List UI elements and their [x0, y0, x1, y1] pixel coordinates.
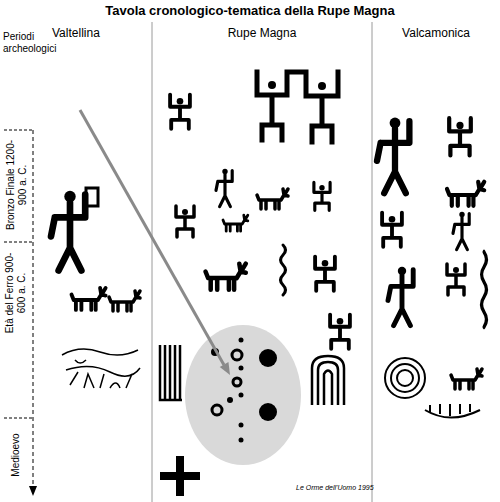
orant-figure: [447, 264, 465, 295]
period-label: Bronzo Finale 1200-900 a. C.: [4, 138, 28, 233]
warrior-figure: [51, 191, 85, 271]
column-heading: Valtellina: [52, 26, 152, 40]
orant-figure: [330, 315, 350, 349]
column-separator: [152, 22, 153, 502]
period-tick: [4, 242, 33, 243]
period-label: Medioevo: [10, 424, 22, 486]
orant-figure: [382, 213, 402, 247]
column-separator: [372, 22, 373, 502]
animal-figure: [257, 189, 288, 209]
column-heading: Valcamonica: [372, 26, 500, 40]
orant-figure: [170, 95, 190, 129]
warrior-figure: [453, 212, 469, 250]
animal-figure: [109, 291, 140, 311]
animal-figure: [447, 182, 484, 206]
column-heading: Rupe Magna: [152, 26, 372, 40]
pointer-arrow: [80, 110, 224, 365]
labyrinth-sign: [312, 356, 344, 405]
orant-figure: [449, 118, 471, 155]
region-column: Rupe Magna: [152, 22, 372, 502]
wavy-line: [281, 245, 286, 295]
warrior-figure: [377, 118, 409, 194]
region-column: Valcamonica: [372, 22, 500, 502]
wavy-line: [482, 252, 487, 327]
inscription-scratch: [62, 349, 140, 388]
comb-sign: [160, 345, 182, 400]
highlight-ellipse: [185, 325, 301, 465]
period-tick: [4, 418, 33, 419]
axis-arrowhead: [29, 486, 37, 496]
spiral-sign: [385, 358, 425, 398]
pointer-arrowhead: [220, 362, 230, 375]
double-orant: [257, 72, 338, 142]
warrior-figure: [216, 169, 232, 207]
orant-figure: [315, 257, 335, 291]
source-credit: Le Orme dell'Uomo 1995: [296, 484, 386, 492]
cross-sign: [160, 456, 200, 496]
diagram-title: Tavola cronologico-tematica della Rupe M…: [0, 3, 500, 18]
orant-figure: [314, 182, 330, 210]
period-label: Età del Ferro 900-600 a. C.: [4, 247, 28, 339]
animal-figure: [451, 369, 482, 389]
warrior-figure: [388, 267, 413, 326]
axe-sign: [86, 188, 98, 206]
animal-figure: [206, 264, 246, 290]
orant-figure: [176, 206, 194, 237]
axis-heading: Periodi archeologici: [3, 31, 63, 55]
period-tick: [4, 130, 33, 131]
time-axis: [33, 130, 34, 488]
animal-figure: [223, 215, 248, 231]
boat-sign: [425, 404, 480, 418]
cup-marks: [211, 338, 277, 443]
animal-figure: [72, 288, 106, 310]
region-column: Valtellina: [40, 22, 152, 502]
